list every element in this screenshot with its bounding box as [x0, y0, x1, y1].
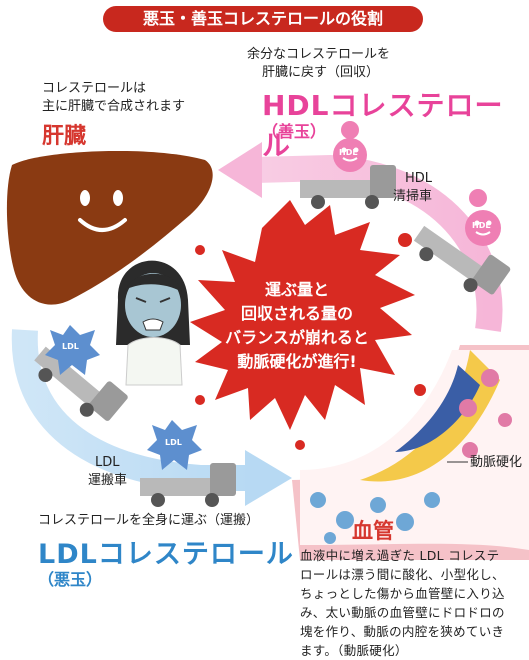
center-line2: 回収される量の: [240, 304, 353, 323]
center-line4: 動脈硬化が進行!: [237, 352, 357, 371]
vessel-desc-line3: ちょっとした傷から血管壁に入り込: [300, 586, 505, 601]
vessel-desc-line2: ロールは漂う間に酸化、小型化し、: [300, 567, 505, 582]
hdl-truck-lower: [413, 189, 511, 295]
vessel-description: 血液中に増え過ぎた LDL コレステ ロールは漂う間に酸化、小型化し、 ちょっと…: [300, 546, 526, 660]
ldl-particle-label-2: LDL: [165, 438, 182, 447]
ldl-truck-upper: [34, 325, 128, 421]
ldl-truck-line1: LDL: [95, 455, 120, 470]
liver-label: 肝臓: [42, 124, 87, 149]
liver-smile: [78, 218, 127, 232]
vessel-desc-line6: ます。（動脈硬化）: [300, 643, 408, 658]
vessel-desc-line1: 血液中に増え過ぎた LDL コレステ: [300, 548, 500, 563]
liver-note-line2: 主に肝臓で合成されます: [42, 99, 186, 114]
vessel-desc-line4: み、太い動脈の血管壁にドロドロの: [300, 605, 505, 620]
ldl-name: LDLコレステロール: [38, 539, 294, 570]
plaque-label: 動脈硬化: [470, 455, 523, 470]
center-line3: バランスが崩れると: [225, 328, 369, 347]
ldl-truck-lower: [140, 420, 236, 507]
hdl-truck-line2: 清掃車: [393, 189, 433, 204]
vessel-label: 血管: [352, 519, 394, 543]
liver-note-line1: コレステロールは: [42, 81, 147, 96]
blood-vessel-illustration: [292, 345, 529, 560]
ldl-note: コレステロールを全身に運ぶ（運搬）: [38, 513, 260, 528]
ldl-role: （悪玉）: [38, 570, 103, 589]
center-line1: 運ぶ量と: [264, 280, 329, 299]
hdl-name: HDLコレステロール: [262, 89, 504, 162]
hdl-particle-label-2: HDL: [472, 221, 491, 230]
hdl-note-line2: 肝臓に戻す（回収）: [262, 65, 380, 80]
diagram-title: 悪玉・善玉コレステロールの役割: [103, 6, 423, 32]
ldl-particle-label-1: LDL: [62, 342, 79, 351]
ldl-transport-arrow: [11, 329, 292, 506]
liver-left-eye: [80, 190, 90, 206]
liver-illustration: [6, 150, 213, 305]
ldl-truck-line2: 運搬車: [88, 473, 128, 488]
hdl-particle-label-1: HDL: [339, 148, 358, 157]
vessel-desc-line5: 塊を作り、動脈の内腔を狭めていき: [300, 624, 505, 639]
center-splash: [190, 200, 426, 450]
worried-person: [116, 260, 190, 386]
hdl-note-line1: 余分なコレステロールを: [247, 47, 391, 62]
hdl-truck-upper: [300, 121, 396, 209]
center-message: 運ぶ量と 回収される量の バランスが崩れると 動脈硬化が進行!: [212, 278, 382, 374]
hdl-role: （善玉）: [262, 122, 327, 141]
hdl-truck-line1: HDL: [405, 171, 433, 186]
liver-right-eye: [113, 190, 123, 206]
